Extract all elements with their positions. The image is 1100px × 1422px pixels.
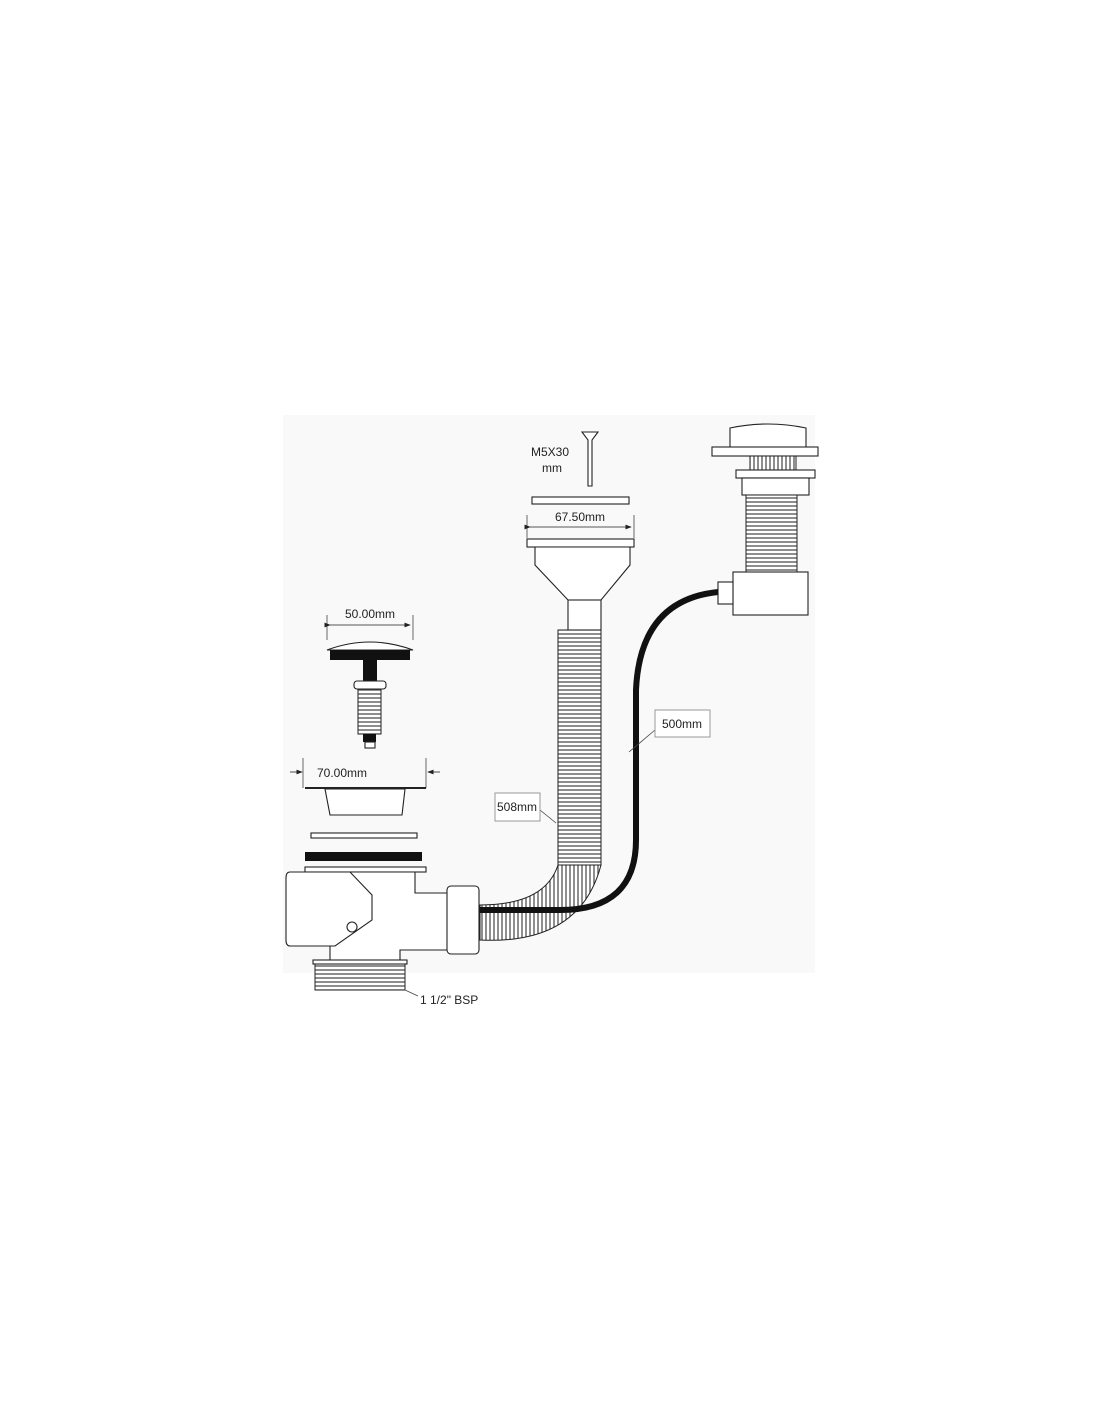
screw-label: M5X30 — [531, 445, 569, 459]
screw — [580, 431, 600, 487]
cable-length-box — [654, 709, 711, 738]
strainer-width-label: 67.50mm — [555, 510, 605, 524]
waste-body — [285, 866, 480, 991]
cable-length-label: 500mm — [662, 717, 702, 731]
thin-washer — [310, 832, 418, 839]
strainer-washer — [531, 496, 630, 505]
hose-length-label: 508mm — [497, 800, 537, 814]
corrugated-hose — [479, 629, 602, 941]
pop-up-plug — [326, 641, 414, 749]
thread-size-label: 1 1/2" BSP — [420, 993, 478, 1007]
plug-width-label: 50.00mm — [345, 607, 395, 621]
screw-unit-label: mm — [542, 461, 562, 475]
rubber-gasket — [305, 852, 422, 861]
cable — [375, 589, 719, 913]
flange-width-label: 70.00mm — [317, 766, 367, 780]
strainer-basket — [305, 787, 426, 816]
hose-length-box — [494, 792, 541, 822]
strainer-body — [526, 538, 635, 631]
overflow-unit — [711, 423, 819, 616]
